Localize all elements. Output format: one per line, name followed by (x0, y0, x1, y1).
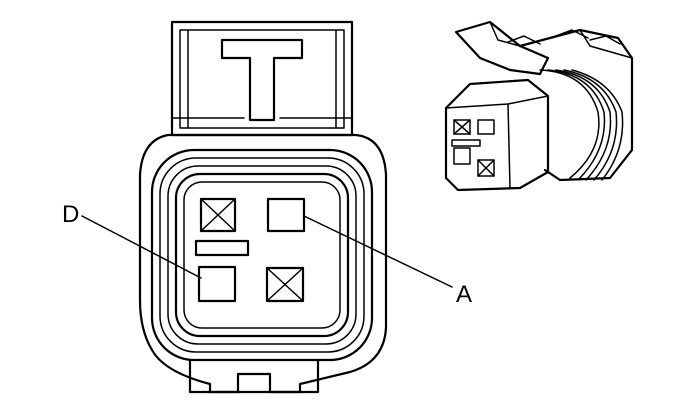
terminal-cavity-c (199, 197, 237, 233)
seal-ring-inner (174, 172, 350, 338)
seal-ring-outer (150, 148, 374, 362)
pin-label-a: A (456, 281, 472, 308)
leader-line-a (303, 215, 453, 288)
leader-line-d (81, 215, 202, 279)
terminal-face (183, 181, 341, 329)
iso-cavity-b (477, 159, 495, 177)
polarizing-key (194, 239, 250, 257)
iso-key (451, 139, 481, 147)
locking-tab (220, 38, 304, 122)
terminal-cavity-d (197, 265, 237, 303)
terminal-cavity-a (266, 197, 306, 233)
latch-housing (170, 20, 354, 137)
connector-front-view: D A (62, 20, 472, 394)
seal-ring-3 (167, 165, 357, 345)
iso-ribbed-seal (539, 69, 624, 181)
terminal-cavity-b (265, 266, 305, 303)
seal-ring-2 (159, 157, 365, 353)
iso-latch-arm (454, 20, 550, 76)
bottom-tab (188, 358, 320, 394)
iso-cavity-a (477, 119, 495, 135)
iso-rear-housing (518, 28, 634, 182)
iso-front-block (444, 78, 550, 192)
pin-label-d: D (62, 201, 79, 228)
iso-cavity-d (453, 147, 471, 165)
connector-isometric-view (444, 20, 634, 192)
iso-cavity-c (453, 119, 471, 135)
connector-body (138, 133, 388, 394)
